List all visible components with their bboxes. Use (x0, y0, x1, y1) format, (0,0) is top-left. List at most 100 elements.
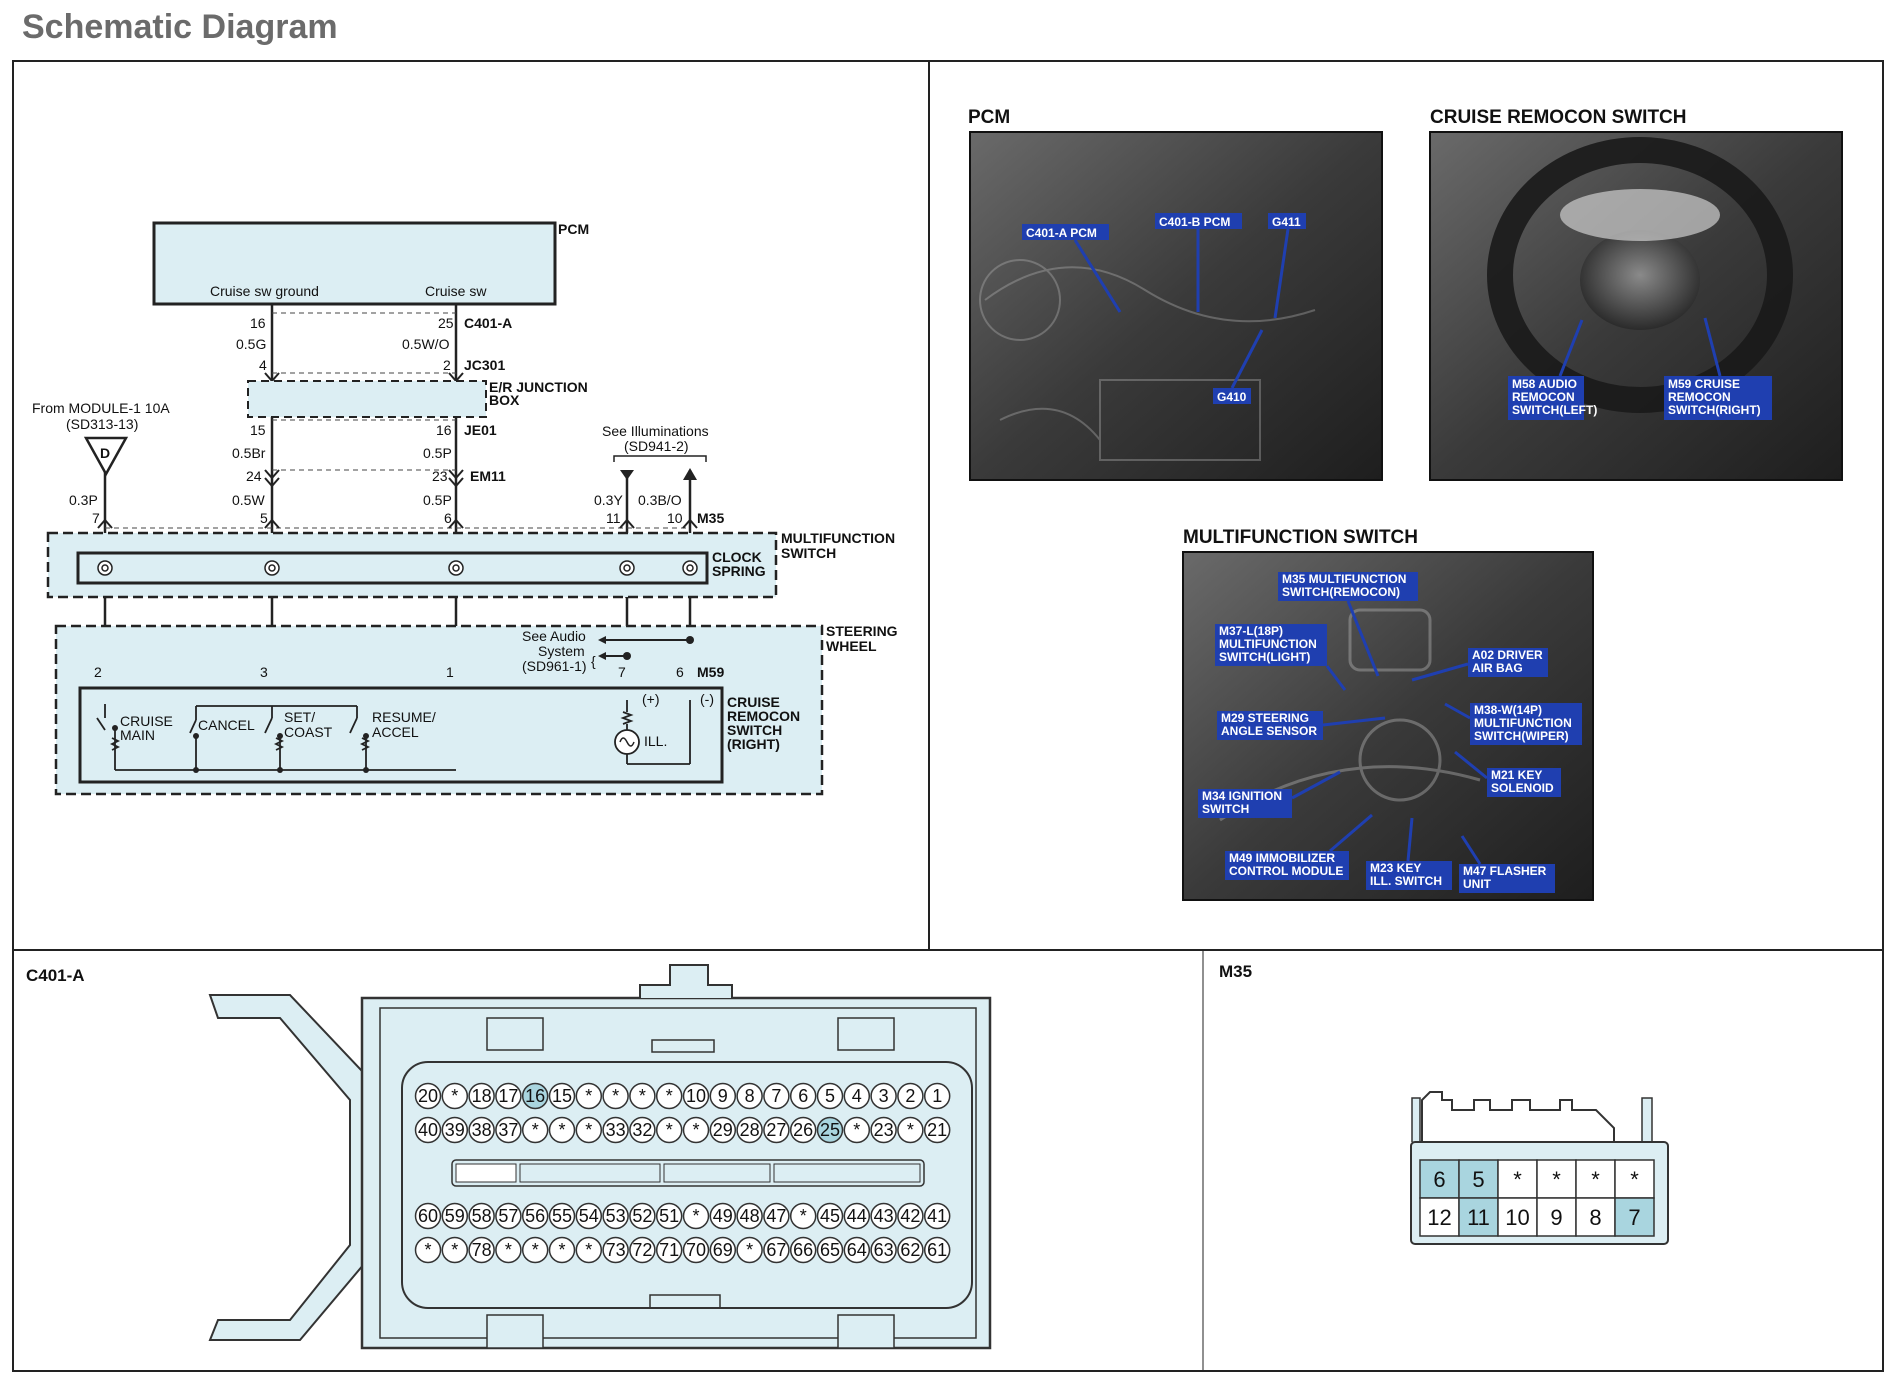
see-audio-1: See Audio (522, 628, 586, 644)
mfs-label-1: MULTIFUNCTION (781, 530, 895, 546)
from-module-label-2: (SD313-13) (66, 416, 138, 432)
c401a-pin-29 (709, 1116, 737, 1144)
pin-15: 15 (250, 422, 266, 438)
c401a-pin-65 (816, 1236, 844, 1264)
c401a-pin-label: 43 (874, 1206, 894, 1226)
remocon-label-1: CRUISE (727, 694, 780, 710)
c401a-pin-label: 20 (418, 1086, 438, 1106)
m35-pin-empty (1497, 1159, 1538, 1199)
c401a-pin-56 (521, 1202, 549, 1230)
c401a-pin-label: * (907, 1120, 914, 1140)
clock-spring-coils (97, 560, 698, 576)
pcm-photo (969, 131, 1383, 481)
c401a-pin-40 (414, 1116, 442, 1144)
c401a-pin-label: 25 (820, 1120, 840, 1140)
c401a-pin-18 (468, 1082, 495, 1110)
c401a-pin-28 (736, 1116, 763, 1144)
c401a-pin-label: 41 (927, 1206, 947, 1226)
c401a-pin-73 (602, 1236, 629, 1264)
c401a-pin-label: 5 (825, 1086, 835, 1106)
c401a-pin-label: * (666, 1086, 673, 1106)
m58-callout-1: M58 AUDIO (1512, 377, 1577, 391)
c401a-pin-label: * (800, 1206, 807, 1226)
er-junction-box (247, 380, 487, 418)
illum-arrow-down (620, 470, 634, 480)
c401a-pin-empty (441, 1236, 469, 1264)
m49-callout-2: CONTROL MODULE (1229, 864, 1343, 878)
c401a-pin-53 (602, 1202, 629, 1230)
m35-pin-label: * (1591, 1167, 1600, 1192)
remocon-label-4: (RIGHT) (727, 736, 780, 752)
c401a-pin-label: 45 (820, 1206, 840, 1226)
c401a-pin-empty (441, 1082, 469, 1110)
c401a-pin-label: 59 (445, 1206, 465, 1226)
pin-11: 11 (606, 510, 621, 526)
c401a-pin-25 (816, 1116, 844, 1144)
c401a-pin-label: * (505, 1240, 512, 1260)
c401a-pin-label: 73 (606, 1240, 626, 1260)
minus-sign: (-) (700, 691, 714, 707)
cruise-main-label-1: CRUISE (120, 713, 173, 729)
c401a-pin-39 (441, 1116, 469, 1144)
c401a-pin-label: * (558, 1240, 565, 1260)
c401a-pin-label: 72 (632, 1240, 652, 1260)
steering-wheel-label-1: STEERING (826, 623, 898, 639)
fuse-source-letter: D (100, 445, 110, 461)
see-illuminations-2: (SD941-2) (624, 438, 689, 454)
c401a-pin-47 (763, 1202, 790, 1230)
c401a-pin-empty (843, 1116, 871, 1144)
ill-label: ILL. (644, 733, 667, 749)
mfs-label-2: SWITCH (781, 545, 836, 561)
m34-callout-2: SWITCH (1202, 802, 1249, 816)
c401a-pin-1 (923, 1082, 951, 1110)
a02-callout-2: AIR BAG (1472, 661, 1523, 675)
m35-pin-label: * (1630, 1167, 1639, 1192)
c401a-pin-label: 7 (771, 1086, 781, 1106)
c401a-pin-48 (736, 1202, 763, 1230)
c401a-pin-label: 39 (445, 1120, 465, 1140)
pin-7: 7 (92, 510, 100, 526)
pin-10: 10 (667, 510, 683, 526)
wire-05p: 0.5P (423, 445, 452, 461)
clock-spring-label-2: SPRING (712, 563, 766, 579)
c401a-pin-32 (629, 1116, 656, 1144)
c401a-pin-label: 2 (905, 1086, 915, 1106)
er-junction-label-1: E/R JUNCTION (489, 379, 588, 395)
c401a-pin-label: 65 (820, 1240, 840, 1260)
c401a-pin-label: * (746, 1240, 753, 1260)
c401a-pin-label: 29 (713, 1120, 733, 1140)
m58-callout-2: REMOCON (1512, 390, 1575, 404)
c401a-pin-23 (870, 1116, 897, 1144)
connector-jc301-label: JC301 (464, 357, 505, 373)
c401a-pin-label: * (639, 1086, 646, 1106)
m35-pin-label: 7 (1628, 1205, 1640, 1230)
set-coast-label-2: COAST (284, 724, 333, 740)
c401a-pin-label: 23 (874, 1120, 894, 1140)
see-illuminations-1: See Illuminations (602, 423, 709, 439)
c401a-pin-label: 21 (927, 1120, 947, 1140)
remocon-switch-box (78, 686, 724, 784)
m35-pin-label: 5 (1472, 1167, 1484, 1192)
see-audio-bracket: { (591, 653, 596, 669)
c401a-pin-4 (843, 1082, 871, 1110)
m59-callout-1: M59 CRUISE (1668, 377, 1740, 391)
c401a-pin-empty (897, 1116, 924, 1144)
c401a-pin-empty (521, 1116, 549, 1144)
c401a-pin-label: 53 (606, 1206, 626, 1226)
c401a-pin-label: * (585, 1120, 592, 1140)
c401a-pin-label: * (585, 1240, 592, 1260)
m35-pin-label: 10 (1505, 1205, 1529, 1230)
wire-05br: 0.5Br (232, 445, 266, 461)
plus-sign: (+) (642, 691, 660, 707)
m38-callout-3: SWITCH(WIPER) (1474, 729, 1569, 743)
m37-callout-2: MULTIFUNCTION (1219, 637, 1317, 651)
callout-g411: G411 (1272, 215, 1301, 229)
wire-05p2: 0.5P (423, 492, 452, 508)
c401a-pin-6 (789, 1082, 817, 1110)
c401a-pin-empty (655, 1082, 683, 1110)
c401a-pin-label: * (585, 1086, 592, 1106)
c401a-pin-empty (575, 1116, 603, 1144)
connector-c401a-label: C401-A (464, 315, 512, 331)
m37-callout-1: M37-L(18P) (1219, 624, 1283, 638)
m29-callout-1: M29 STEERING (1221, 711, 1309, 725)
